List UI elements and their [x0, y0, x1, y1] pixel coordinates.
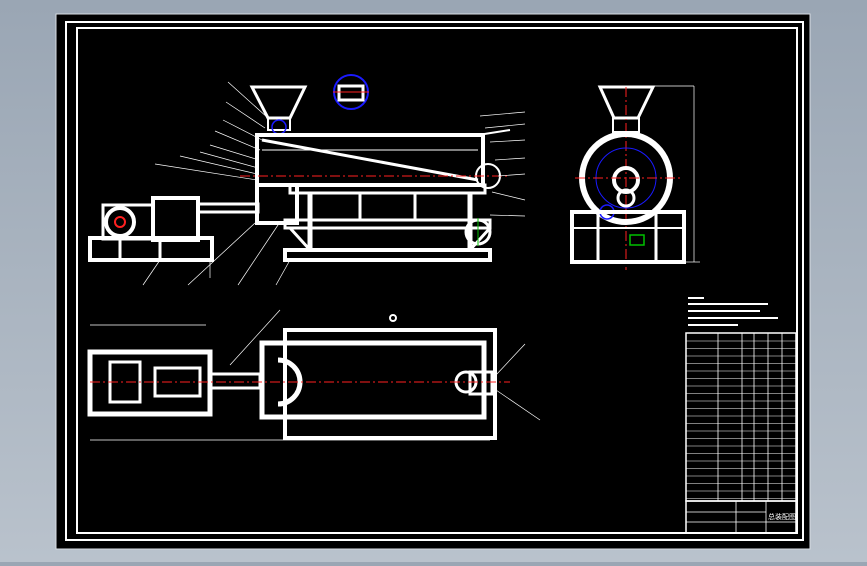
notes-line-1	[688, 303, 768, 305]
side-frame	[570, 210, 686, 264]
notes-line-3	[688, 317, 778, 319]
inner-frame	[76, 27, 798, 534]
lower-shaft-section	[616, 188, 636, 208]
stand-mid-rail	[283, 218, 492, 230]
motor-base	[88, 236, 214, 262]
technical-notes	[688, 297, 778, 326]
top-end-cap	[468, 370, 494, 396]
notes-line-4	[688, 324, 738, 326]
screw-flight-line	[261, 138, 479, 182]
screw-shaft-section	[612, 166, 640, 194]
top-leader-1	[229, 309, 281, 366]
notes-line-2	[688, 310, 760, 312]
top-leader-3	[495, 389, 541, 421]
top-feed-opening	[277, 357, 303, 407]
side-motor-mount	[629, 234, 645, 246]
top-barrel-frame	[259, 340, 487, 420]
drawing-sheet	[55, 13, 811, 550]
detail-view-a	[333, 74, 369, 110]
top-view-marker	[389, 314, 397, 322]
title-block-border	[685, 500, 797, 534]
motor-shaft	[114, 216, 126, 228]
notes-heading	[688, 297, 704, 299]
side-view	[570, 85, 700, 270]
stand-base-rail	[283, 248, 492, 262]
top-leader-2	[495, 343, 526, 376]
hopper-neck	[267, 117, 291, 131]
outer-border	[65, 21, 804, 541]
detail-part	[337, 84, 365, 102]
drive-shaft-coupling	[196, 202, 260, 214]
top-view	[87, 309, 541, 441]
front-view	[88, 81, 526, 286]
front-view-leaders	[142, 81, 526, 286]
top-stand-outline	[283, 328, 497, 440]
parts-list-rows	[686, 340, 796, 499]
stand-brace-1	[288, 226, 312, 252]
stand-brace-2	[468, 226, 492, 252]
discharge-arm	[477, 129, 511, 136]
title-block: 总装配图	[685, 500, 797, 534]
stand-top-rail	[288, 183, 487, 195]
drawing-title: 总装配图	[768, 512, 796, 521]
